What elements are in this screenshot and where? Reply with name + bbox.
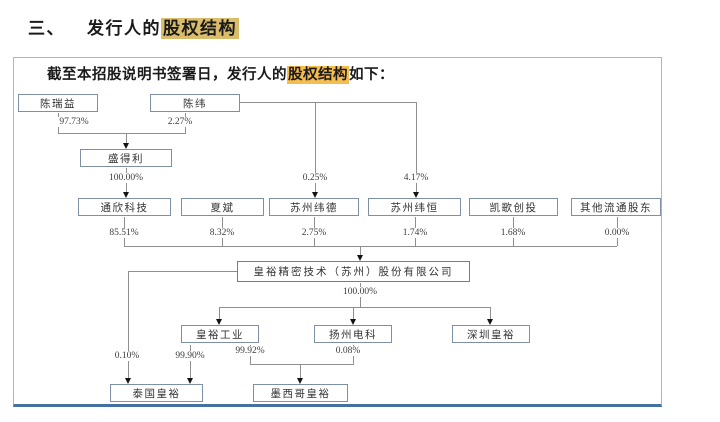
connector-line: [300, 364, 301, 378]
connector-line: [416, 102, 417, 192]
connector-line: [124, 246, 617, 247]
pct-yangzhou-mexico: 0.08%: [333, 346, 363, 356]
connector-line: [128, 271, 237, 272]
pct-other: 0.00%: [602, 228, 632, 238]
title-text: 发行人的: [87, 19, 161, 38]
arrowhead-down-icon: [413, 192, 419, 198]
node-yangzhou: 扬州电科: [314, 325, 392, 343]
arrowhead-down-icon: [187, 378, 193, 384]
arrowhead-down-icon: [297, 378, 303, 384]
pct-industry-thailand: 99.90%: [173, 351, 207, 361]
connector-line: [128, 271, 129, 378]
node-tongxin: 通欣科技: [78, 198, 171, 216]
arrowhead-down-icon: [123, 143, 129, 149]
connector-line: [58, 133, 186, 134]
intro-before: 截至本招股说明书签署日，发行人的: [47, 67, 287, 83]
pct-chen-wei: 2.27%: [165, 117, 195, 127]
arrowhead-down-icon: [123, 192, 129, 198]
intro-highlight: 股权结构: [287, 66, 349, 84]
intro-text: 截至本招股说明书签署日，发行人的股权结构如下：: [47, 63, 394, 84]
node-issuer: 皇裕精密技术（苏州）股份有限公司: [237, 261, 470, 282]
pct-issuer-thailand: 0.10%: [112, 351, 142, 361]
page-title: 三、 发行人的股权结构: [28, 14, 239, 39]
pct-tongxin: 85.51%: [107, 228, 141, 238]
connector-line: [353, 307, 354, 319]
node-thailand: 泰国皇裕: [110, 384, 203, 402]
pct-suzhou-weide-in: 0.25%: [300, 173, 330, 183]
connector-line: [190, 345, 191, 378]
pct-suzhou-weide: 2.75%: [299, 228, 329, 238]
node-chen-wei: 陈纬: [150, 94, 240, 112]
pct-kaige: 1.68%: [498, 228, 528, 238]
intro-after: 如下：: [349, 67, 394, 83]
node-other-shareholders: 其他流通股东: [571, 198, 661, 216]
connector-line: [315, 102, 316, 192]
pct-chen-ruiyi: 97.73%: [57, 117, 91, 127]
pct-suzhou-weiheng-in: 4.17%: [401, 173, 431, 183]
pct-xia-bin: 8.32%: [207, 228, 237, 238]
pct-industry-mexico: 99.92%: [233, 346, 267, 356]
node-chen-ruiyi: 陈瑞益: [18, 94, 98, 112]
arrowhead-down-icon: [357, 255, 363, 261]
pct-issuer-subsidiaries: 100.00%: [340, 287, 380, 297]
arrowhead-down-icon: [216, 319, 222, 325]
node-mexico: 墨西哥皇裕: [253, 384, 348, 402]
section-number: 三、: [28, 19, 65, 38]
pct-suzhou-weiheng: 1.74%: [400, 228, 430, 238]
connector-line: [360, 246, 361, 255]
connector-line: [250, 364, 354, 365]
arrowhead-down-icon: [487, 319, 493, 325]
node-suzhou-weide: 苏州纬德: [269, 198, 359, 216]
node-xia-bin: 夏斌: [181, 198, 264, 216]
connector-line: [126, 133, 127, 144]
node-suzhou-weiheng: 苏州纬恒: [368, 198, 461, 216]
node-shenzhen: 深圳皇裕: [452, 325, 530, 343]
arrowhead-down-icon: [125, 378, 131, 384]
node-kaige: 凯歌创投: [469, 198, 558, 216]
connector-line: [219, 307, 491, 308]
title-highlight: 股权结构: [161, 18, 239, 39]
arrowhead-down-icon: [312, 192, 318, 198]
connector-line: [219, 307, 220, 319]
connector-line: [490, 307, 491, 319]
node-shengdeli: 盛得利: [80, 149, 172, 167]
node-huangyu-industry: 皇裕工业: [181, 325, 259, 343]
arrowhead-down-icon: [350, 319, 356, 325]
connector-line: [240, 102, 416, 103]
pct-shengdeli: 100.00%: [106, 173, 146, 183]
